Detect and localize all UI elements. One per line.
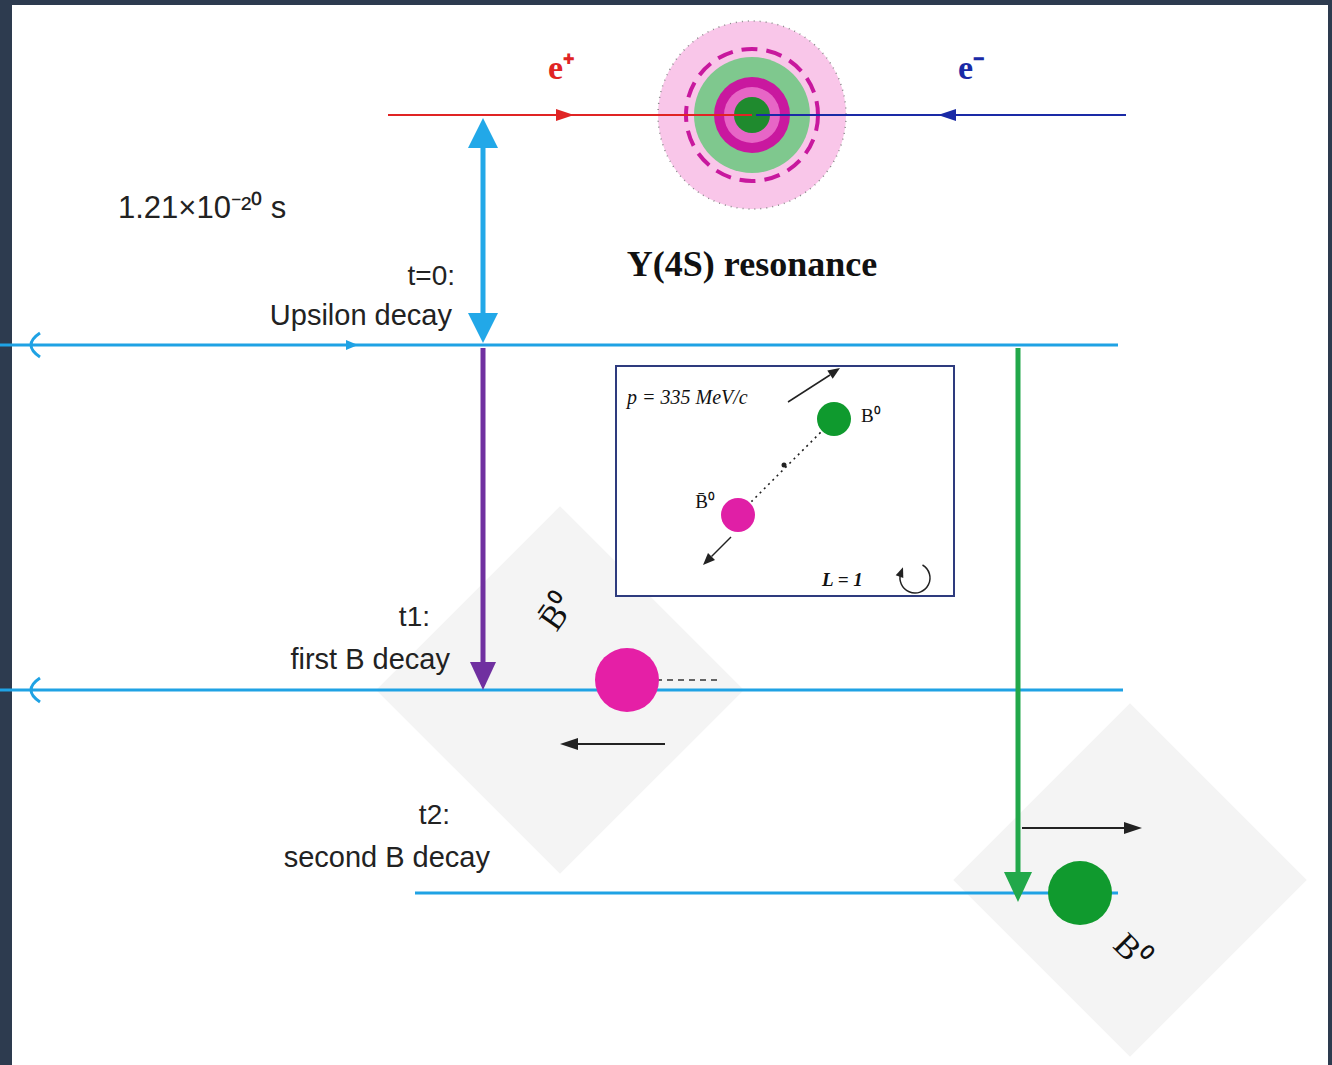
positron-beam	[388, 114, 752, 116]
motion-arrow-head	[1124, 822, 1142, 834]
particle-circle	[595, 648, 659, 712]
beam-label: e⁺	[548, 48, 574, 87]
positron-beam-head	[556, 109, 574, 121]
momentum-arrow-head	[703, 553, 715, 565]
inset-ground	[615, 365, 955, 597]
time-label: t2:	[419, 799, 450, 831]
particle-label: B̄⁰	[531, 587, 583, 638]
resonance-circle: Y(4S) resonance	[657, 20, 847, 210]
motion-arrow-head	[560, 738, 578, 750]
first-decay-arrow-head	[470, 662, 496, 690]
angular-momentum-arrow-head	[896, 567, 904, 578]
particle-circle	[721, 498, 755, 532]
white-panel	[12, 5, 1328, 1065]
time-line-head	[346, 340, 358, 350]
circle-ring	[724, 87, 780, 143]
anti-b-meson-dot: B̄⁰	[721, 498, 755, 532]
lifetime-arrow-head	[468, 118, 498, 148]
lifetime-arrow	[481, 145, 486, 318]
circle-ring	[686, 49, 818, 181]
motion-arrow	[576, 743, 665, 745]
inset-box: p = 335 MeV/c L = 1 B⁰ B̄⁰	[615, 365, 955, 597]
particle-label: B̄⁰	[695, 491, 715, 513]
first-decay-arrow	[481, 348, 486, 664]
particle-label: B⁰	[861, 405, 881, 427]
momentum-label: p = 335 MeV/c	[627, 386, 748, 409]
time-line	[0, 689, 1123, 692]
angular-momentum-label: L = 1	[822, 569, 863, 591]
circle-ring	[817, 402, 851, 436]
resonance-rings	[657, 20, 847, 210]
pair-link	[751, 432, 820, 501]
event-label: Upsilon decay	[270, 299, 452, 332]
circle-ring	[734, 97, 770, 133]
circle-ring	[714, 77, 790, 153]
time-line	[0, 344, 1118, 347]
circle-ring	[658, 21, 846, 209]
beam-label: e⁻	[958, 48, 984, 87]
lifetime-arrow-head	[468, 313, 498, 343]
second-decay-arrow-head	[1004, 872, 1032, 902]
momentum-arrow	[788, 375, 830, 402]
momentum-arrow	[712, 537, 732, 557]
motion-arrow	[1022, 827, 1126, 829]
angular-momentum-arrow	[900, 565, 930, 593]
time-line	[415, 892, 1118, 895]
particle-circle	[817, 402, 851, 436]
circle-ring	[721, 498, 755, 532]
circle-ring	[595, 648, 659, 712]
momentum-arrow-head	[827, 368, 840, 379]
event-label: second B decay	[284, 841, 490, 874]
b-meson-dot: B⁰	[817, 402, 851, 436]
time-label: t=0:	[408, 260, 455, 292]
circle-ring	[1048, 861, 1112, 925]
event-label: first B decay	[290, 643, 450, 676]
b-meson: B⁰	[1048, 861, 1112, 925]
particle-label: B⁰	[1106, 925, 1158, 977]
faint-square	[953, 703, 1307, 1057]
particle-circle	[1048, 861, 1112, 925]
second-decay-arrow	[1016, 348, 1021, 874]
circle-ring	[694, 57, 810, 173]
electron-beam-head	[938, 109, 956, 121]
anti-b-meson: B̄⁰	[595, 648, 659, 712]
lifetime-label: 1.21×10⁻²⁰ s	[118, 190, 286, 226]
electron-beam	[756, 114, 1126, 116]
resonance-label: Y(4S) resonance	[627, 244, 877, 285]
time-label: t1:	[399, 601, 430, 633]
